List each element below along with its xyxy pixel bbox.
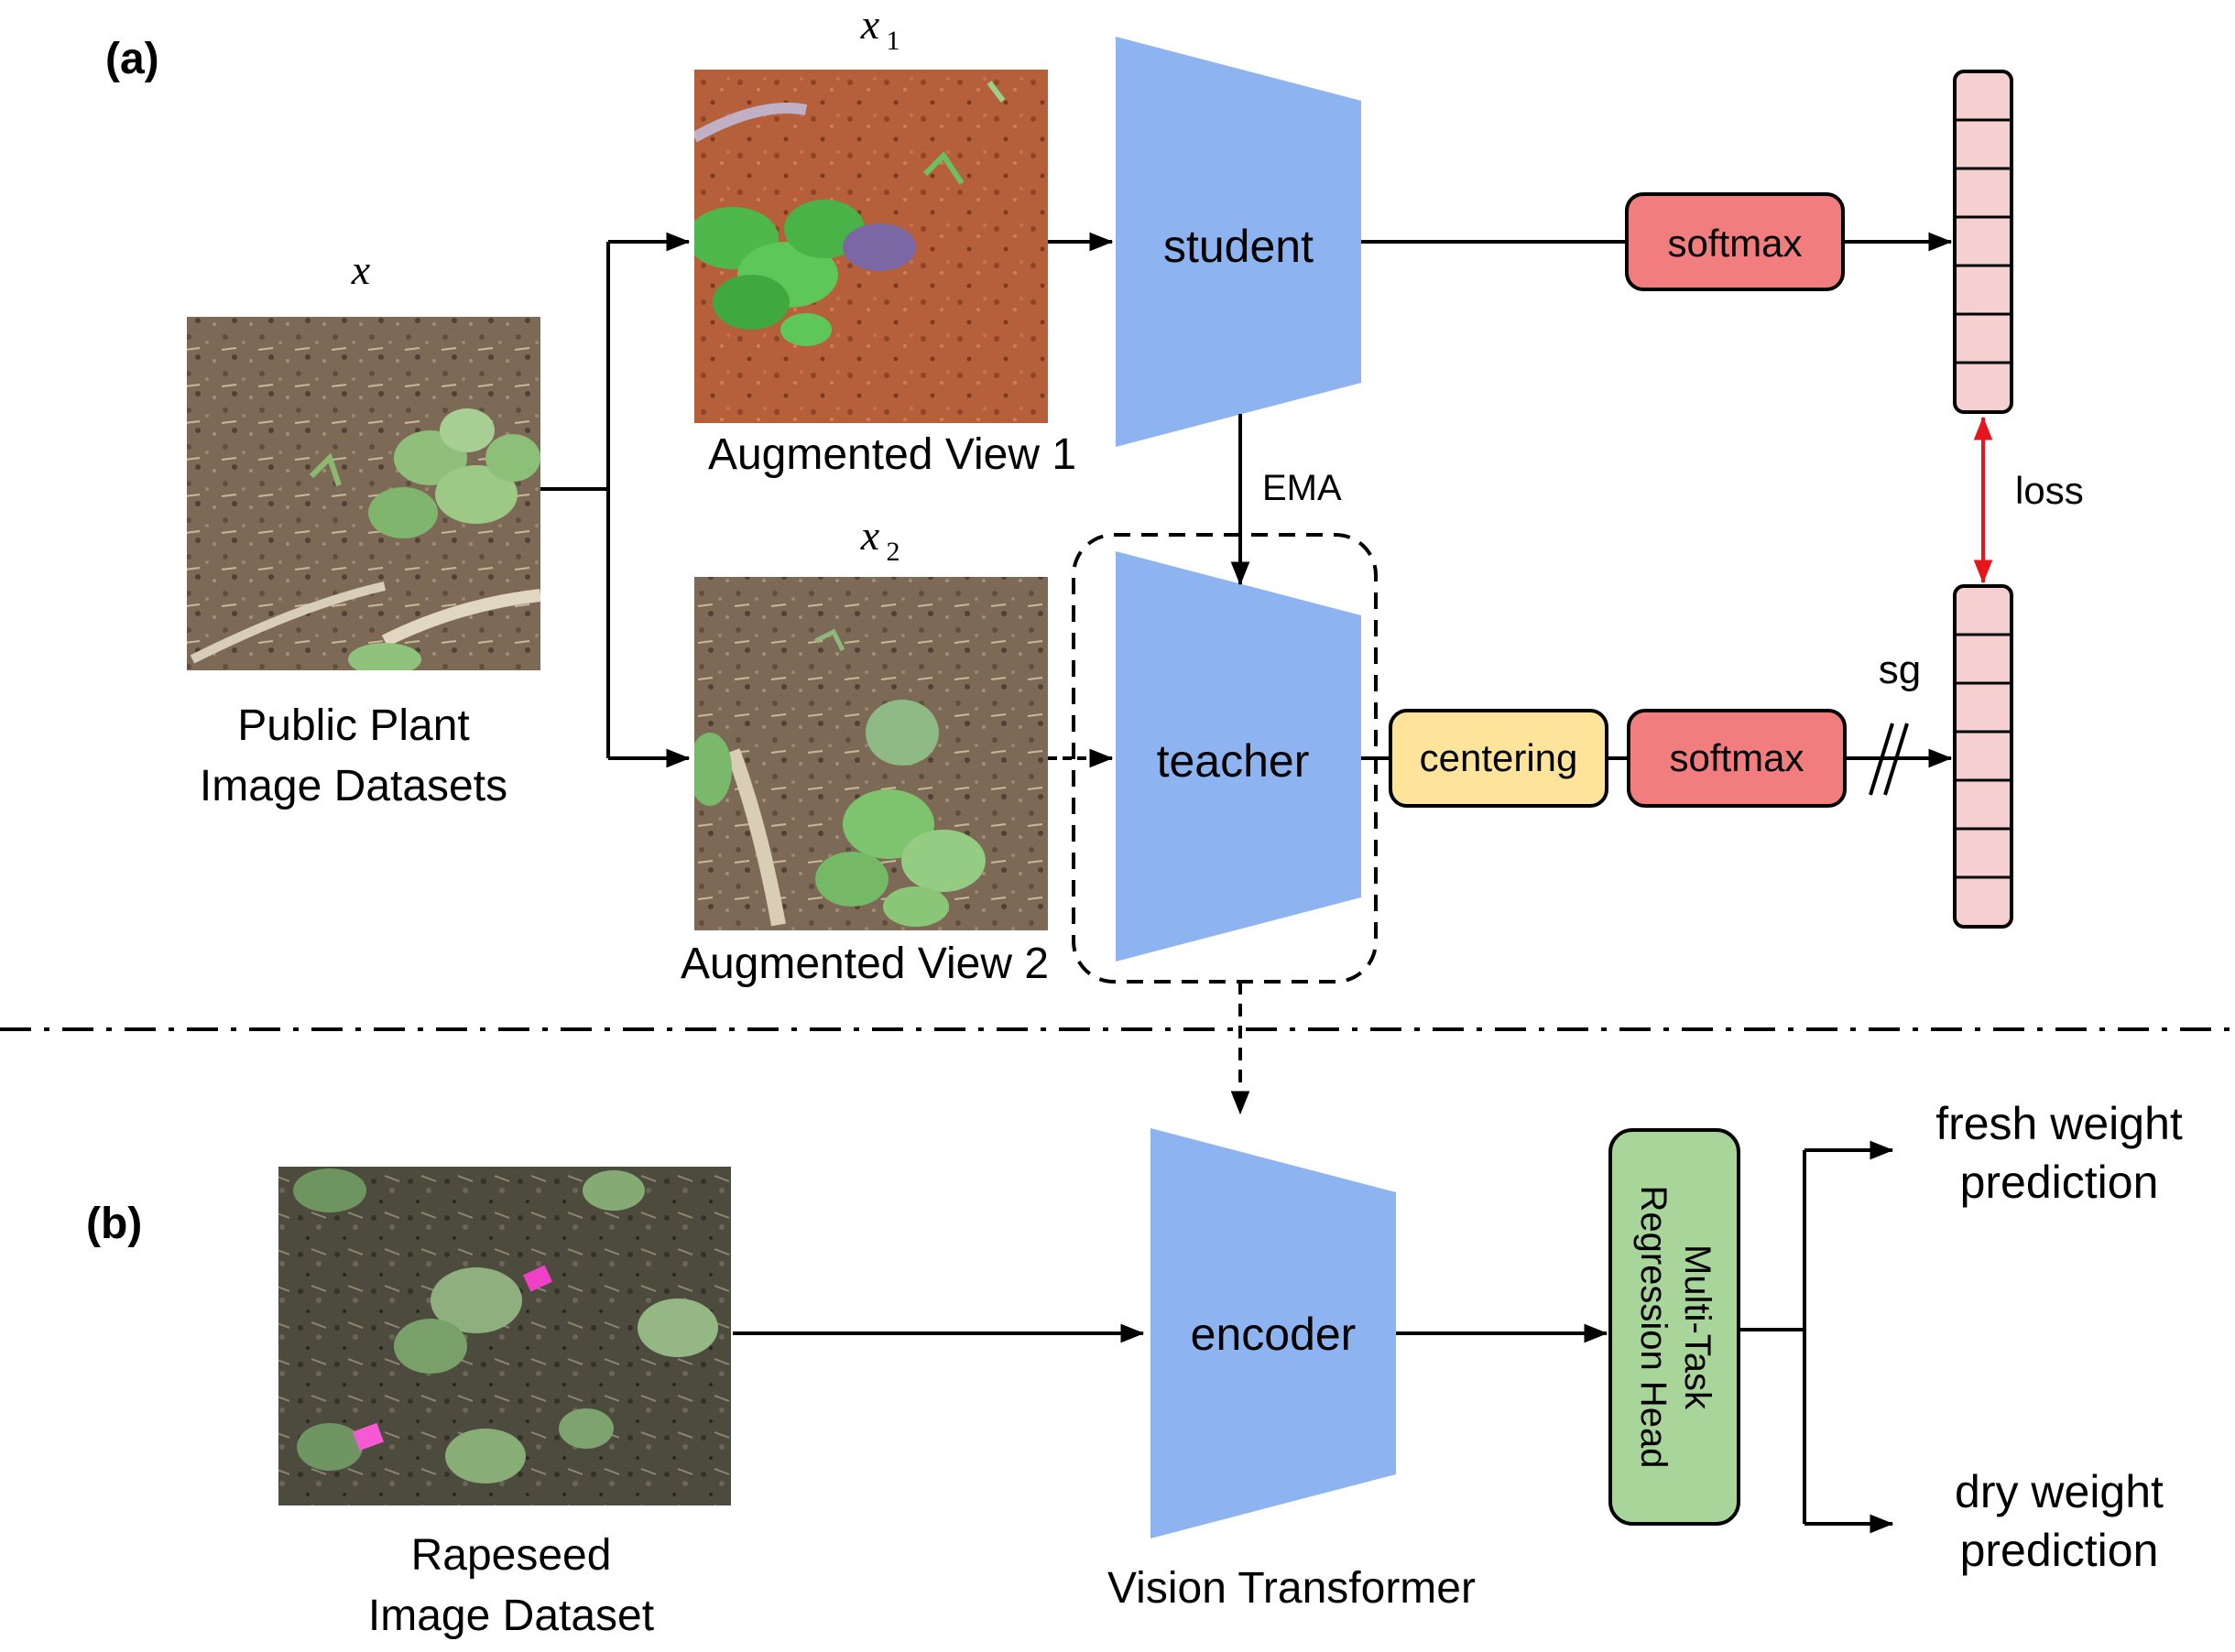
augmented-view-1-image	[694, 70, 1048, 423]
fresh-weight-line2: prediction	[1960, 1157, 2159, 1208]
svg-text:2: 2	[887, 537, 900, 567]
svg-text:x: x	[860, 1, 880, 48]
var-x2-label: x 2	[860, 512, 900, 567]
source-caption-line2: Image Datasets	[200, 762, 507, 810]
dry-weight-line2: prediction	[1960, 1525, 2159, 1576]
augmented-view-2-image	[694, 577, 1048, 930]
augmented-view-1-caption: Augmented View 1	[708, 430, 1076, 479]
panel-a-label: (a)	[105, 35, 159, 83]
source-caption-line1: Public Plant	[237, 701, 469, 750]
loss-label: loss	[2015, 469, 2084, 512]
augmented-view-2-caption: Augmented View 2	[681, 940, 1049, 988]
svg-text:1: 1	[887, 26, 900, 56]
fresh-weight-line1: fresh weight	[1935, 1098, 2183, 1149]
rapeseed-caption-line1: Rapeseed	[411, 1531, 612, 1580]
multi-task-regression-head: Multi-Task Regression Head	[1608, 1128, 1740, 1526]
dry-weight-line1: dry weight	[1955, 1466, 2164, 1517]
panel-b-label: (b)	[86, 1200, 142, 1248]
var-x1-label: x 1	[860, 1, 900, 56]
teacher-label: teacher	[1157, 735, 1310, 787]
ema-label: EMA	[1262, 468, 1342, 508]
student-label: student	[1163, 221, 1314, 272]
softmax-bottom-box: softmax	[1627, 709, 1847, 808]
svg-text:softmax: softmax	[1669, 736, 1804, 779]
svg-text:centering: centering	[1420, 736, 1578, 779]
sg-label: sg	[1879, 647, 1921, 692]
teacher-output-vector	[1953, 584, 2013, 929]
encoder-label: encoder	[1191, 1309, 1357, 1360]
student-output-vector	[1953, 70, 2013, 414]
teacher-network	[1116, 551, 1361, 962]
student-network	[1116, 37, 1361, 447]
vision-transformer-caption: Vision Transformer	[1107, 1564, 1476, 1613]
source-plant-image	[187, 317, 540, 670]
softmax-top-box: softmax	[1625, 192, 1845, 291]
svg-text:softmax: softmax	[1667, 222, 1802, 265]
split-arrows	[540, 232, 691, 768]
svg-text:Regression Head: Regression Head	[1633, 1185, 1674, 1468]
svg-text:Multi-Task: Multi-Task	[1677, 1244, 1717, 1410]
rapeseed-image	[278, 1167, 731, 1505]
stop-gradient-marks	[1869, 723, 1909, 796]
svg-text:x: x	[860, 512, 880, 559]
rapeseed-caption-line2: Image Dataset	[368, 1592, 654, 1640]
encoder-network	[1150, 1128, 1396, 1538]
var-x-label: x	[351, 246, 371, 293]
head-output-arrows	[1739, 1140, 1894, 1534]
centering-box: centering	[1389, 709, 1608, 808]
